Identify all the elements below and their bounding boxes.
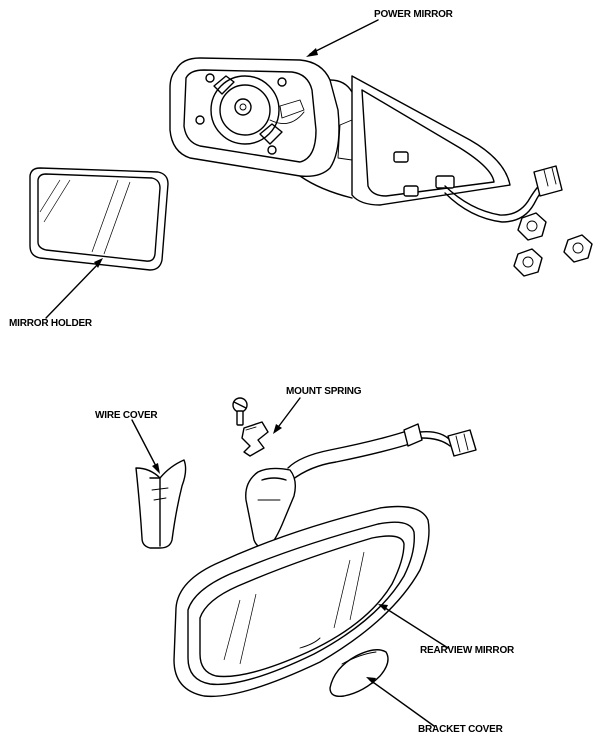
mount-spring-label: MOUNT SPRING [286,386,362,397]
mirror-holder-glass [29,167,169,271]
wire-cover [135,459,187,549]
power-mirror-label: POWER MIRROR [374,9,453,20]
bracket-cover [329,649,389,698]
bracket-cover-label: BRACKET COVER [418,724,503,735]
mount-spring-and-bolt [232,397,269,457]
mirror-holder-label: MIRROR HOLDER [9,318,92,329]
rearview-mirror-assembly [173,423,477,698]
wire-cover-label: WIRE COVER [95,410,158,421]
rearview-mirror-label: REARVIEW MIRROR [420,645,515,656]
power-mirror-assembly [169,57,593,277]
leader-lines [45,19,449,727]
